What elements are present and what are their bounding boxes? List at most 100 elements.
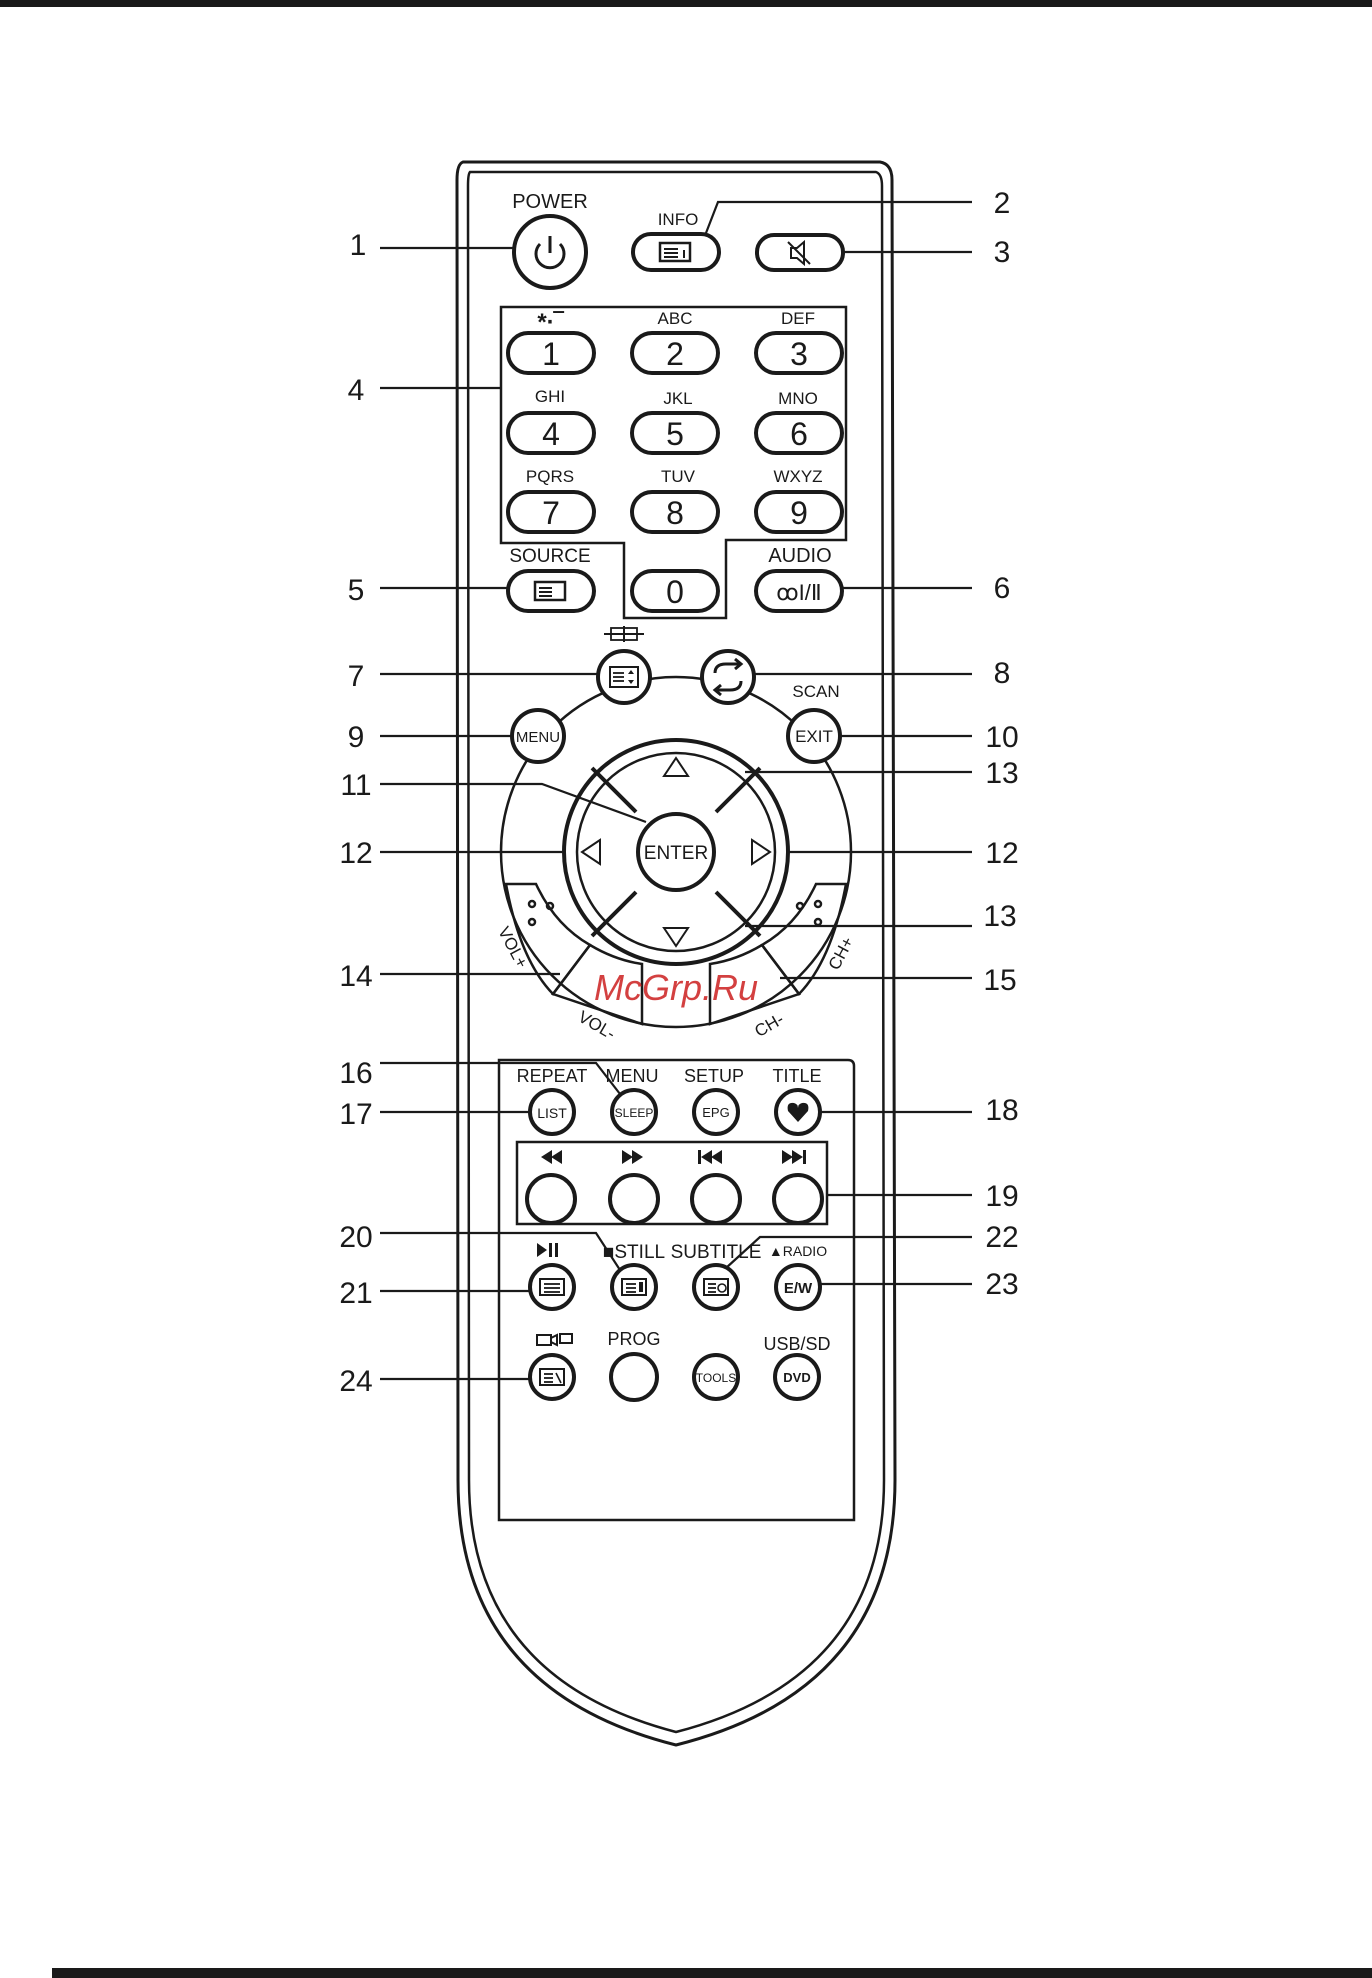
callout-number: 12: [985, 837, 1018, 870]
play-pause-button[interactable]: [530, 1265, 574, 1309]
previous-button[interactable]: [692, 1175, 740, 1223]
tools-label: TOOLS: [696, 1371, 736, 1385]
record-button[interactable]: [530, 1355, 574, 1399]
callout-number: 8: [994, 657, 1011, 690]
still-button[interactable]: [612, 1265, 656, 1309]
callout-number: 4: [348, 374, 365, 407]
exit-label: EXIT: [795, 727, 833, 746]
prog-label: PROG: [607, 1329, 660, 1349]
mno-label: MNO: [778, 389, 818, 408]
menu2-label: MENU: [606, 1066, 659, 1086]
callout-number: 6: [994, 572, 1011, 605]
digit-1-label: 1: [542, 336, 560, 372]
info-label: INFO: [658, 210, 699, 229]
callout-number: 19: [985, 1180, 1018, 1213]
scan-label: SCAN: [792, 682, 839, 701]
callout-number: 24: [339, 1365, 372, 1398]
callout-number: 16: [339, 1057, 372, 1090]
exit-button[interactable]: EXIT: [788, 710, 840, 762]
epg-button[interactable]: EPG: [694, 1090, 738, 1134]
digit-0-button[interactable]: 0: [632, 571, 718, 611]
digit-5-label: 5: [666, 416, 684, 452]
pqrs-label: PQRS: [526, 467, 574, 486]
bottom-rule: [52, 1968, 1372, 1978]
sleep-label: SLEEP: [615, 1106, 654, 1120]
setup-label: SETUP: [684, 1066, 744, 1086]
power-button[interactable]: [514, 216, 586, 288]
digit-0-label: 0: [666, 574, 684, 610]
callout-number: 7: [348, 660, 365, 693]
aspect-button[interactable]: [598, 651, 650, 703]
digit-2-label: 2: [666, 336, 684, 372]
callout-number: 9: [348, 721, 365, 754]
digit-9-label: 9: [790, 495, 808, 531]
callout-number: 18: [985, 1094, 1018, 1127]
callout-number: 13: [985, 757, 1018, 790]
next-button[interactable]: [774, 1175, 822, 1223]
menu-button[interactable]: MENU: [512, 710, 564, 762]
rewind-button[interactable]: [527, 1175, 575, 1223]
top-rule: [0, 0, 1372, 7]
digit-3-button[interactable]: 3: [756, 333, 842, 373]
mute-button[interactable]: [757, 235, 843, 270]
ew-button[interactable]: E/W: [776, 1265, 820, 1309]
abc-label: ABC: [658, 309, 693, 328]
audio-button-label: ꝏI/Ⅱ: [776, 580, 821, 605]
digit-3-label: 3: [790, 336, 808, 372]
callout-number: 1: [350, 229, 367, 262]
audio-button[interactable]: ꝏI/Ⅱ: [756, 571, 842, 611]
watermark: McGrp.Ru: [594, 967, 758, 1008]
callout-number: 22: [985, 1221, 1018, 1254]
ghi-label: GHI: [535, 387, 565, 406]
callout-number: 15: [983, 964, 1016, 997]
digit-2-button[interactable]: 2: [632, 333, 718, 373]
sleep-button[interactable]: SLEEP: [612, 1090, 656, 1134]
fast-forward-button[interactable]: [610, 1175, 658, 1223]
dvd-button[interactable]: DVD: [775, 1355, 819, 1399]
callout-number: 13: [983, 900, 1016, 933]
source-button[interactable]: [508, 571, 594, 611]
callout-number: 20: [339, 1221, 372, 1254]
digit-9-button[interactable]: 9: [756, 492, 842, 532]
digit-4-button[interactable]: 4: [508, 413, 594, 453]
callout-number: 10: [985, 721, 1018, 754]
radio-label: ▲RADIO: [769, 1243, 827, 1259]
jkl-label: JKL: [663, 389, 692, 408]
menu-label: MENU: [516, 729, 560, 746]
callout-number: 3: [994, 236, 1011, 269]
digit-6-button[interactable]: 6: [756, 413, 842, 453]
callout-number: 12: [339, 837, 372, 870]
power-label: POWER: [512, 191, 588, 213]
prog-button[interactable]: [611, 1354, 657, 1400]
digit-7-label: 7: [542, 495, 560, 531]
subtitle-label: SUBTITLE: [671, 1242, 762, 1263]
callout-number: 5: [348, 574, 365, 607]
info-button[interactable]: [633, 234, 719, 270]
callout-number: 23: [985, 1268, 1018, 1301]
recall-button[interactable]: [702, 651, 754, 703]
digit-4-label: 4: [542, 416, 560, 452]
tools-button[interactable]: TOOLS: [694, 1355, 738, 1399]
digit-7-button[interactable]: 7: [508, 492, 594, 532]
wxyz-label: WXYZ: [773, 467, 822, 486]
favorite-button[interactable]: [776, 1090, 820, 1134]
list-label: LIST: [537, 1105, 567, 1121]
callout-number: 2: [994, 187, 1011, 220]
ew-label: E/W: [784, 1280, 813, 1297]
tuv-label: TUV: [661, 467, 696, 486]
digit-1-button[interactable]: 1: [508, 333, 594, 373]
callout-number: 14: [339, 960, 372, 993]
digit-8-label: 8: [666, 495, 684, 531]
subtitle-button[interactable]: [694, 1265, 738, 1309]
title-label: TITLE: [772, 1066, 821, 1086]
list-button[interactable]: LIST: [530, 1090, 574, 1134]
digit-8-button[interactable]: 8: [632, 492, 718, 532]
enter-button[interactable]: ENTER: [638, 814, 714, 890]
dvd-label: DVD: [783, 1370, 810, 1385]
source-label: SOURCE: [509, 546, 590, 567]
audio-label: AUDIO: [768, 545, 831, 567]
digit-5-button[interactable]: 5: [632, 413, 718, 453]
callout-number: 17: [339, 1098, 372, 1131]
digit-6-label: 6: [790, 416, 808, 452]
